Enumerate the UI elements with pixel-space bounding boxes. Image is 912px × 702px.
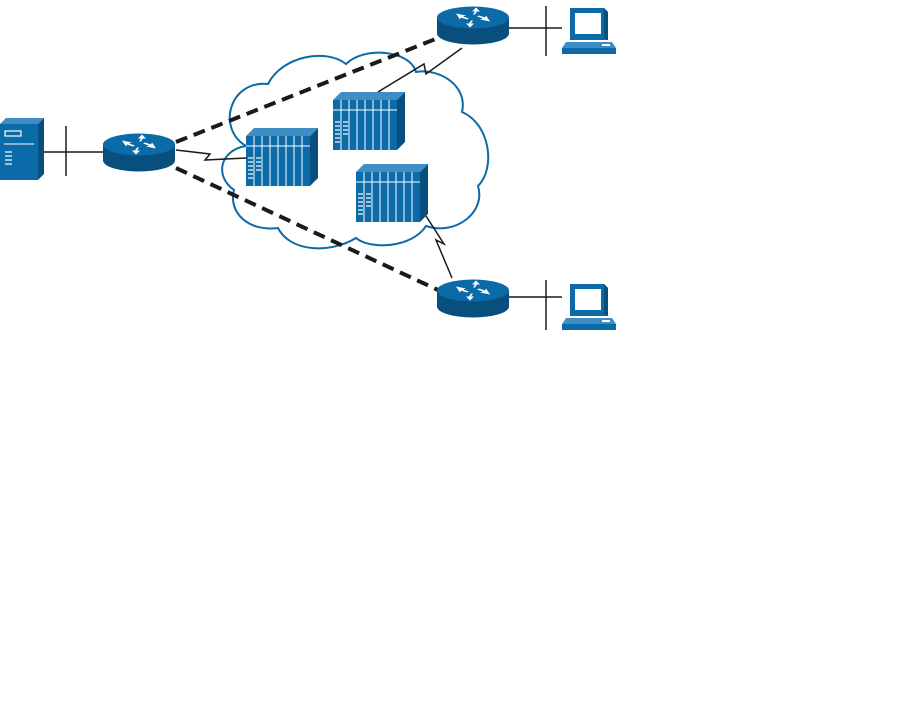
router-icon[interactable] [103,134,175,172]
server-icon[interactable] [0,118,44,180]
workstation-icon[interactable] [562,8,616,54]
router-icon[interactable] [437,280,509,318]
atm-switch-icon[interactable] [356,164,428,222]
atm-switch-icon[interactable] [246,128,318,186]
workstation-icon[interactable] [562,284,616,330]
atm-switch-icon[interactable] [333,92,405,150]
router-icon[interactable] [437,7,509,45]
